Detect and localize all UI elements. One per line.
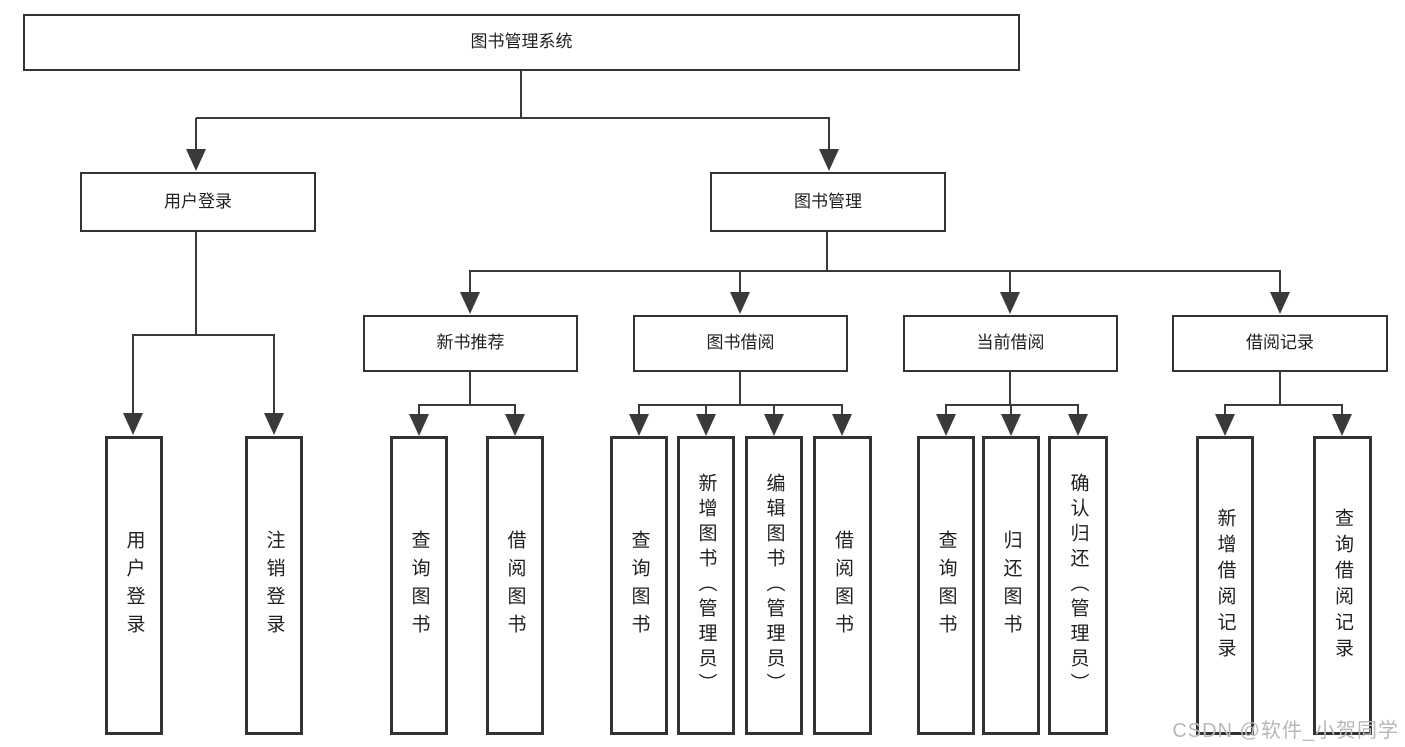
leaf-user-login: 用户登录 xyxy=(105,436,163,735)
connector-root-split xyxy=(196,117,830,119)
arrowhead-current-borrow-icon xyxy=(1000,292,1020,314)
arrowhead-borrow-records-icon xyxy=(1270,292,1290,314)
leaf-br-add-record: 新增借阅记录 xyxy=(1196,436,1254,735)
arrowhead-book-borrow-icon xyxy=(730,292,750,314)
node-user-login: 用户登录 xyxy=(80,172,316,232)
connector-book-borrow-split xyxy=(638,404,843,406)
arrowhead-leaf-nb-query-icon xyxy=(409,414,429,436)
arrowhead-leaf-bb-edit-icon xyxy=(764,414,784,436)
connector-to-leaf-cb-return xyxy=(1010,405,1012,417)
connector-to-leaf-bb-edit xyxy=(773,405,775,417)
arrowhead-leaf-br-query-icon xyxy=(1332,414,1352,436)
connector-to-leaf-cb-confirm xyxy=(1077,405,1079,417)
connector-to-book-borrow xyxy=(739,271,741,295)
leaf-nb-borrow-books: 借阅图书 xyxy=(486,436,544,735)
connector-book-mgmt-split xyxy=(469,270,1281,272)
arrowhead-leaf-nb-borrow-icon xyxy=(505,414,525,436)
connector-borrow-records-stem xyxy=(1279,372,1281,406)
node-new-book-rec: 新书推荐 xyxy=(363,315,578,372)
leaf-cb-return-books-label: 归还图书 xyxy=(1000,529,1022,642)
arrowhead-new-book-rec-icon xyxy=(460,292,480,314)
leaf-bb-query-books-label: 查询图书 xyxy=(628,529,650,642)
connector-user-login-stem xyxy=(195,232,197,336)
leaf-br-add-record-label: 新增借阅记录 xyxy=(1214,507,1236,664)
connector-root-to-user-login xyxy=(195,118,197,152)
connector-to-leaf-br-add xyxy=(1224,405,1226,417)
arrowhead-leaf-logout-icon xyxy=(264,413,284,435)
csdn-watermark: CSDN @软件_小贺同学 xyxy=(1172,720,1399,742)
connector-borrow-records-split xyxy=(1224,404,1343,406)
node-user-login-label: 用户登录 xyxy=(164,191,232,211)
node-borrow-records-label: 借阅记录 xyxy=(1246,333,1314,353)
node-book-mgmt-label: 图书管理 xyxy=(794,191,862,211)
node-book-mgmt: 图书管理 xyxy=(710,172,946,232)
leaf-bb-borrow-books: 借阅图书 xyxy=(813,436,872,735)
leaf-nb-query-books-label: 查询图书 xyxy=(408,529,430,642)
connector-book-borrow-stem xyxy=(739,372,741,406)
arrowhead-leaf-bb-query-icon xyxy=(629,414,649,436)
connector-to-leaf-cb-query xyxy=(945,405,947,417)
arrowhead-leaf-bb-borrow-icon xyxy=(832,414,852,436)
connector-to-leaf-nb-borrow xyxy=(514,405,516,417)
connector-to-new-book-rec xyxy=(469,271,471,295)
arrowhead-book-mgmt-icon xyxy=(819,149,839,171)
connector-to-leaf-bb-query xyxy=(638,405,640,417)
connector-to-leaf-nb-query xyxy=(418,405,420,417)
leaf-nb-query-books: 查询图书 xyxy=(390,436,448,735)
leaf-cb-confirm-return-admin: 确认归还（管理员） xyxy=(1048,436,1108,735)
connector-new-book-rec-split xyxy=(418,404,516,406)
arrowhead-leaf-cb-return-icon xyxy=(1001,414,1021,436)
leaf-bb-edit-books-admin-label: 编辑图书（管理员） xyxy=(763,473,785,698)
connector-new-book-rec-stem xyxy=(469,372,471,406)
leaf-bb-borrow-books-label: 借阅图书 xyxy=(832,529,853,642)
leaf-bb-add-books-admin: 新增图书（管理员） xyxy=(677,436,735,735)
leaf-user-login-label: 用户登录 xyxy=(123,529,145,642)
leaf-logout: 注销登录 xyxy=(245,436,303,735)
arrowhead-leaf-user-login-icon xyxy=(123,413,143,435)
node-current-borrow: 当前借阅 xyxy=(903,315,1118,372)
node-book-borrow: 图书借阅 xyxy=(633,315,848,372)
leaf-nb-borrow-books-label: 借阅图书 xyxy=(504,529,526,642)
arrowhead-user-login-icon xyxy=(186,149,206,171)
connector-to-leaf-bb-add xyxy=(705,405,707,417)
connector-current-borrow-split xyxy=(945,404,1079,406)
connector-root-stem xyxy=(520,70,522,118)
connector-to-current-borrow xyxy=(1009,271,1011,295)
node-new-book-rec-label: 新书推荐 xyxy=(436,333,505,353)
arrowhead-leaf-cb-confirm-icon xyxy=(1068,414,1088,436)
connector-to-leaf-logout xyxy=(273,335,275,415)
arrowhead-leaf-cb-query-icon xyxy=(936,414,956,436)
node-current-borrow-label: 当前借阅 xyxy=(976,333,1045,353)
connector-root-to-book-mgmt xyxy=(828,118,830,152)
connector-book-mgmt-stem xyxy=(826,232,828,272)
node-book-borrow-label: 图书借阅 xyxy=(706,333,775,353)
leaf-bb-query-books: 查询图书 xyxy=(610,436,668,735)
arrowhead-leaf-br-add-icon xyxy=(1215,414,1235,436)
leaf-cb-query-books: 查询图书 xyxy=(917,436,975,735)
connector-to-leaf-user-login xyxy=(132,335,134,415)
leaf-cb-return-books: 归还图书 xyxy=(982,436,1040,735)
connector-to-borrow-records xyxy=(1279,271,1281,295)
node-root-label: 图书管理系统 xyxy=(470,32,573,52)
leaf-br-query-record: 查询借阅记录 xyxy=(1313,436,1372,735)
connector-to-leaf-bb-borrow xyxy=(841,405,843,417)
node-root: 图书管理系统 xyxy=(23,14,1020,71)
connector-current-borrow-stem xyxy=(1009,372,1011,406)
leaf-cb-confirm-return-admin-label: 确认归还（管理员） xyxy=(1067,473,1089,698)
leaf-bb-add-books-admin-label: 新增图书（管理员） xyxy=(695,473,717,698)
connector-to-leaf-br-query xyxy=(1341,405,1343,417)
arrowhead-leaf-bb-add-icon xyxy=(696,414,716,436)
leaf-br-query-record-label: 查询借阅记录 xyxy=(1332,507,1353,664)
leaf-bb-edit-books-admin: 编辑图书（管理员） xyxy=(745,436,803,735)
node-borrow-records: 借阅记录 xyxy=(1172,315,1388,372)
leaf-cb-query-books-label: 查询图书 xyxy=(935,529,957,642)
leaf-logout-label: 注销登录 xyxy=(263,529,285,642)
connector-user-login-split xyxy=(132,334,275,336)
